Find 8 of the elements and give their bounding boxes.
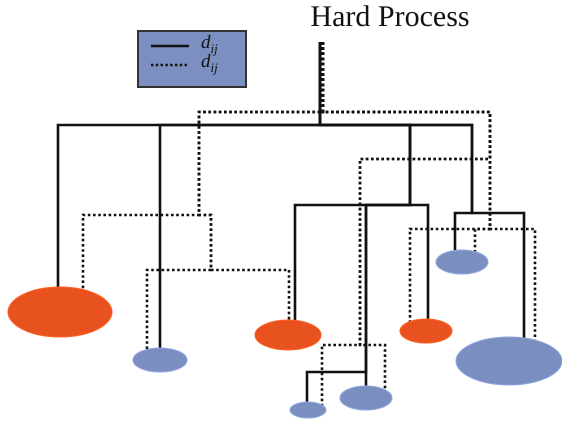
jet-ellipse <box>400 318 452 344</box>
jet-ellipse <box>132 348 188 372</box>
jet-ellipse <box>8 286 112 338</box>
jet-ellipse <box>436 250 488 274</box>
jet-ellipse <box>340 386 392 410</box>
jet-ellipse <box>290 402 326 418</box>
heading-text: Hard Process <box>270 0 510 42</box>
jet-ellipse <box>254 320 322 350</box>
